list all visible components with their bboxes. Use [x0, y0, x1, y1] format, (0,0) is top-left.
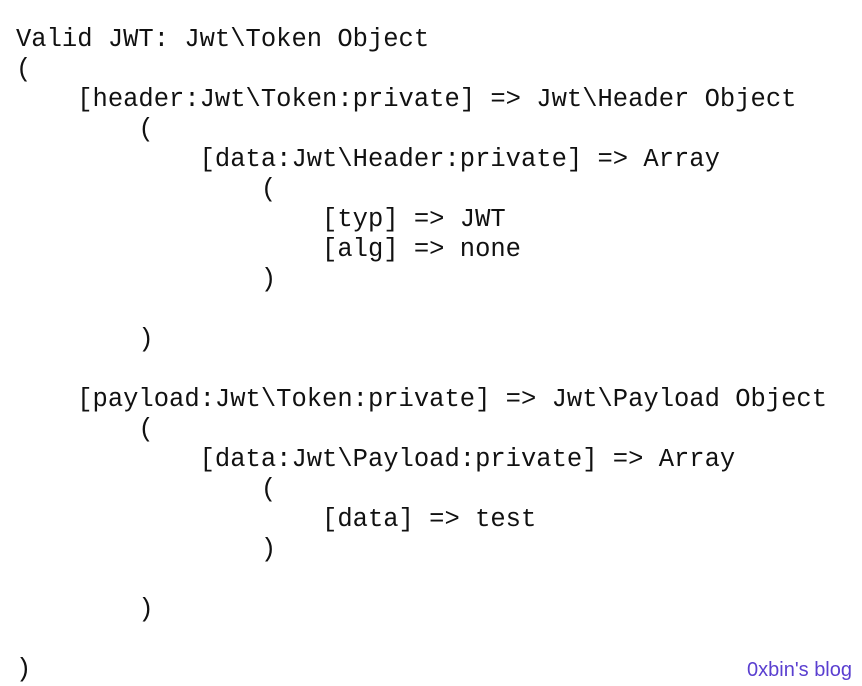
output-line: [data:Jwt\Payload:private] => Array	[16, 445, 736, 474]
output-line: )	[16, 535, 277, 564]
output-line	[16, 355, 827, 385]
output-line: Valid JWT: Jwt\Token Object	[16, 25, 430, 54]
output-line: [header:Jwt\Token:private] => Jwt\Header…	[16, 85, 797, 114]
output-line: )	[16, 655, 32, 684]
output-line: [typ] => JWT	[16, 205, 506, 234]
output-line	[16, 565, 827, 595]
output-line: [data] => test	[16, 505, 537, 534]
output-line: )	[16, 595, 154, 624]
output-line: (	[16, 55, 32, 84]
output-line: (	[16, 175, 277, 204]
output-line	[16, 625, 827, 655]
output-line: [data:Jwt\Header:private] => Array	[16, 145, 720, 174]
output-line: )	[16, 265, 277, 294]
watermark-text: 0xbin's blog	[747, 659, 852, 681]
output-line: )	[16, 325, 154, 354]
output-line: [payload:Jwt\Token:private] => Jwt\Paylo…	[16, 385, 828, 414]
output-line: (	[16, 115, 154, 144]
output-line	[16, 295, 827, 325]
output-line: (	[16, 415, 154, 444]
output-line: [alg] => none	[16, 235, 521, 264]
output-line: (	[16, 475, 277, 504]
code-output: Valid JWT: Jwt\Token Object ( [header:Jw…	[16, 25, 827, 685]
